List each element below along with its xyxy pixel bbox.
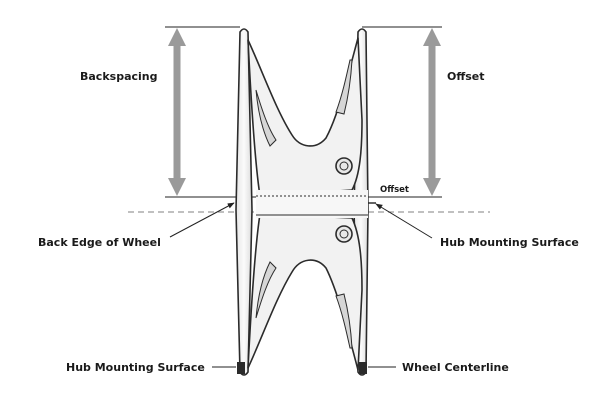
lower-right-window [335, 293, 353, 349]
hub-block [256, 190, 368, 218]
offset-label: Offset [447, 70, 485, 83]
upper-right-window [335, 59, 353, 115]
hub-mounting-bottom-label: Hub Mounting Surface [66, 361, 205, 374]
front-barrel-foot [359, 362, 367, 374]
backspacing-arrow [168, 28, 186, 196]
upper-left-window [255, 89, 277, 147]
wheel-centerline-label: Wheel Centerline [402, 361, 509, 374]
offset-small-label: Offset [380, 185, 409, 195]
back-barrel-foot [237, 362, 245, 374]
lower-lug-bolt-inner [339, 229, 349, 239]
wheel-cross-section [235, 28, 369, 376]
back-edge-label: Back Edge of Wheel [38, 236, 161, 249]
upper-lug-bolt [335, 157, 353, 175]
back-edge-pointer [169, 202, 235, 238]
hub-mounting-right-pointer [375, 203, 433, 239]
upper-lug-bolt-inner [339, 161, 349, 171]
lower-left-window [255, 261, 277, 319]
hub-mounting-right-label: Hub Mounting Surface [440, 236, 579, 249]
offset-arrow [423, 28, 441, 196]
backspacing-label: Backspacing [80, 70, 157, 83]
lower-lug-bolt [335, 225, 353, 243]
